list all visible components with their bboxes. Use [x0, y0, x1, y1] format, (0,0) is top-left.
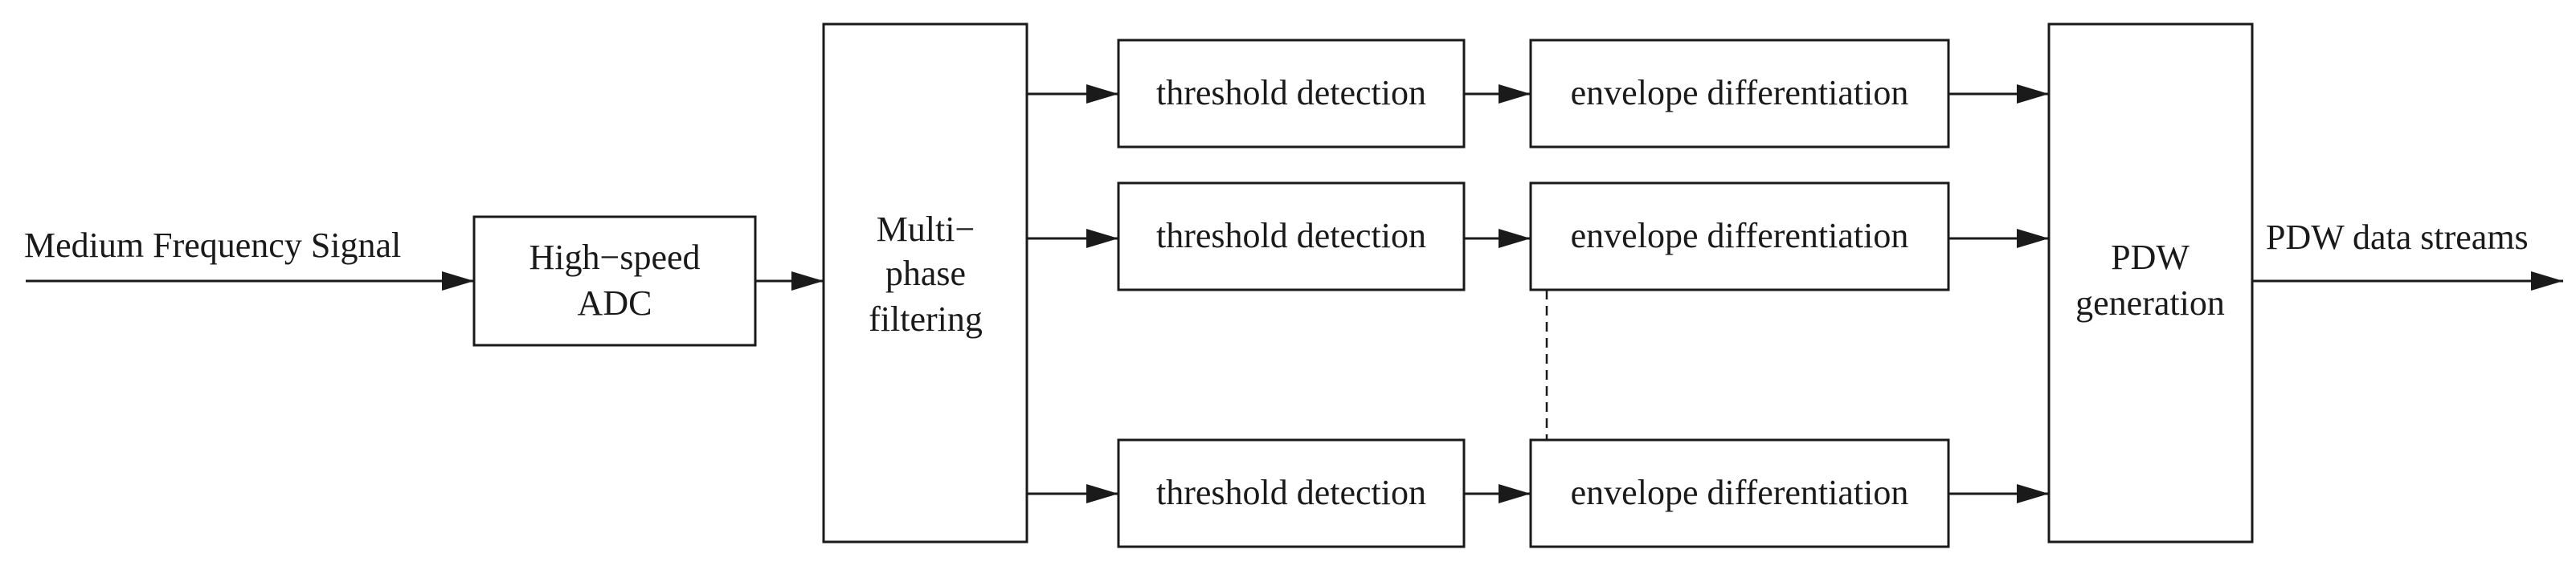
envelope-differentiation-label-3: envelope differentiation: [1571, 473, 1909, 512]
threshold-detection-block-2: [1117, 181, 1466, 291]
pdw-label-line1: PDW: [2111, 238, 2190, 277]
threshold-detection-label-2: threshold detection: [1156, 216, 1426, 255]
envelope-differentiation-label-2: envelope differentiation: [1571, 216, 1909, 255]
envelope-differentiation-block-2: [1529, 181, 1950, 291]
filter-label-line1: Multi−: [877, 210, 975, 249]
filter-label-line2: phase: [885, 254, 966, 293]
adc-label-line2: ADC: [578, 283, 652, 323]
envelope-differentiation-block-1: [1529, 39, 1950, 149]
envelope-differentiation-block-3: [1529, 438, 1950, 548]
threshold-detection-block-1: [1117, 39, 1466, 149]
envelope-differentiation-label-1: envelope differentiation: [1571, 73, 1909, 112]
adc-label-line1: High−speed: [530, 238, 701, 277]
pdw-label-line2: generation: [2075, 283, 2225, 323]
adc-block: [472, 215, 757, 347]
threshold-detection-label-1: threshold detection: [1156, 73, 1426, 112]
pdw-generation-block: [2047, 22, 2254, 544]
filter-label-line3: filtering: [869, 299, 983, 339]
output-stream-label: PDW data streams: [2266, 218, 2529, 257]
input-signal-label: Medium Frequency Signal: [24, 226, 401, 265]
filtering-block: [822, 22, 1028, 544]
threshold-detection-block-3: [1117, 438, 1466, 548]
threshold-detection-label-3: threshold detection: [1156, 473, 1426, 512]
